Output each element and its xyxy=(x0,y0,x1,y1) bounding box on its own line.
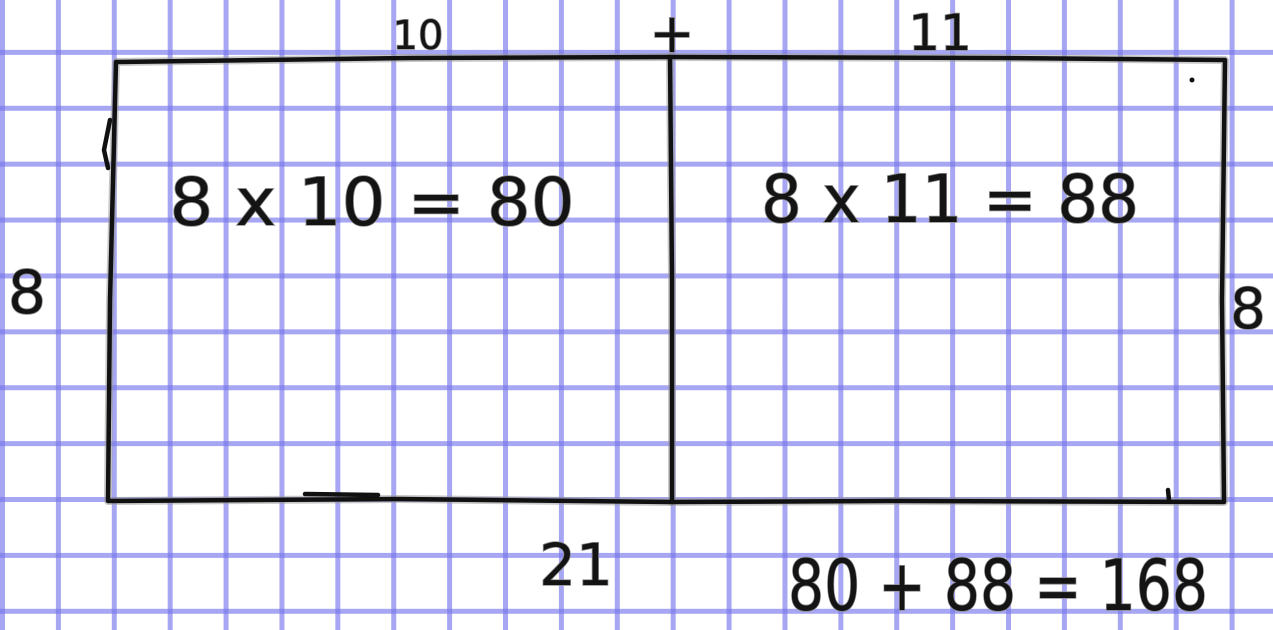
right-height-label: 8 xyxy=(1230,277,1266,342)
top-plus-sign: + xyxy=(649,2,694,65)
top-right-width-label: 11 xyxy=(908,4,972,62)
divider-line xyxy=(667,54,675,505)
left-product-equation: 8 x 10 = 80 xyxy=(170,164,575,241)
total-width-label: 21 xyxy=(539,531,613,599)
right-product-equation: 8 x 11 = 88 xyxy=(761,161,1139,238)
bottom-right-tick xyxy=(1165,487,1172,503)
left-height-label: 8 xyxy=(8,258,46,328)
corner-dot xyxy=(1189,77,1195,83)
bottom-edge-mark xyxy=(302,491,381,498)
top-left-width-label: 10 xyxy=(393,13,444,59)
sum-equation: 80 + 88 = 168 xyxy=(788,545,1208,627)
left-edge-notch xyxy=(101,117,113,171)
rectangle-outline xyxy=(105,54,1228,505)
rectangle-outline-halo xyxy=(104,53,1229,506)
